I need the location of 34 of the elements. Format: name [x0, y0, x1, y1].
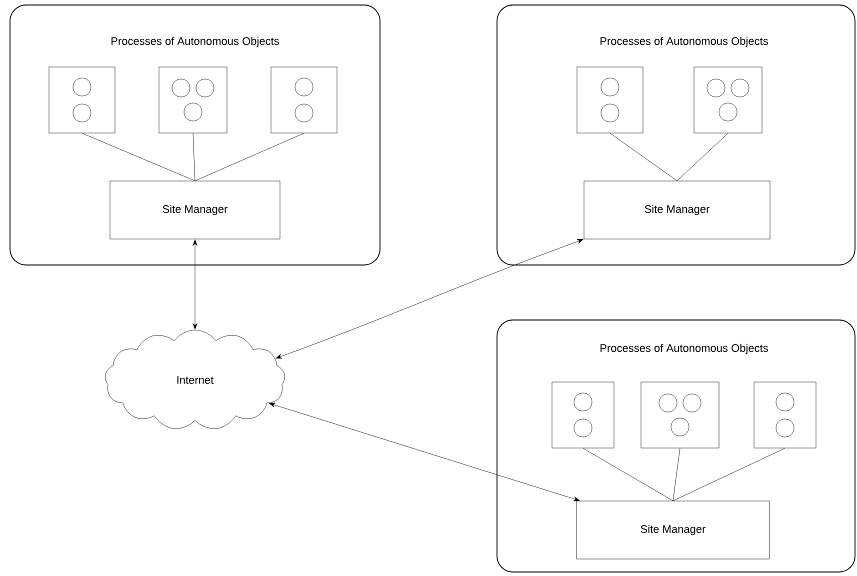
connector-line [676, 133, 728, 181]
arrow [192, 240, 198, 330]
object-circle [196, 78, 214, 98]
object-circle [72, 78, 92, 96]
site-manager-box: Site Manager [584, 180, 770, 240]
site-manager-box: Site Manager [110, 180, 280, 240]
connector-line [582, 448, 674, 501]
connector-line [672, 448, 786, 501]
object-circle [776, 418, 794, 438]
object-circle [172, 78, 190, 98]
object-circle [718, 102, 738, 122]
connector-line [610, 133, 678, 181]
object-circle [658, 394, 678, 412]
object-circle [600, 104, 620, 122]
arrow [269, 402, 580, 502]
object-circle [670, 418, 690, 436]
object-circle [72, 104, 92, 122]
object-circle [776, 392, 794, 412]
connector-line [194, 133, 304, 181]
object-circle [730, 78, 750, 98]
cloud: Internet [105, 330, 285, 429]
site-manager-box: Site Manager [576, 500, 770, 560]
object-circle [600, 78, 620, 96]
connector-line [672, 448, 680, 501]
object-circle [706, 78, 726, 98]
object-circle [184, 102, 202, 122]
object-circle [294, 78, 314, 96]
object-circle [294, 104, 314, 122]
connector-line [192, 133, 196, 181]
connector-line [82, 133, 196, 181]
object-circle [574, 418, 592, 438]
object-circle [574, 392, 592, 412]
arrow [276, 239, 584, 359]
object-circle [682, 394, 702, 412]
